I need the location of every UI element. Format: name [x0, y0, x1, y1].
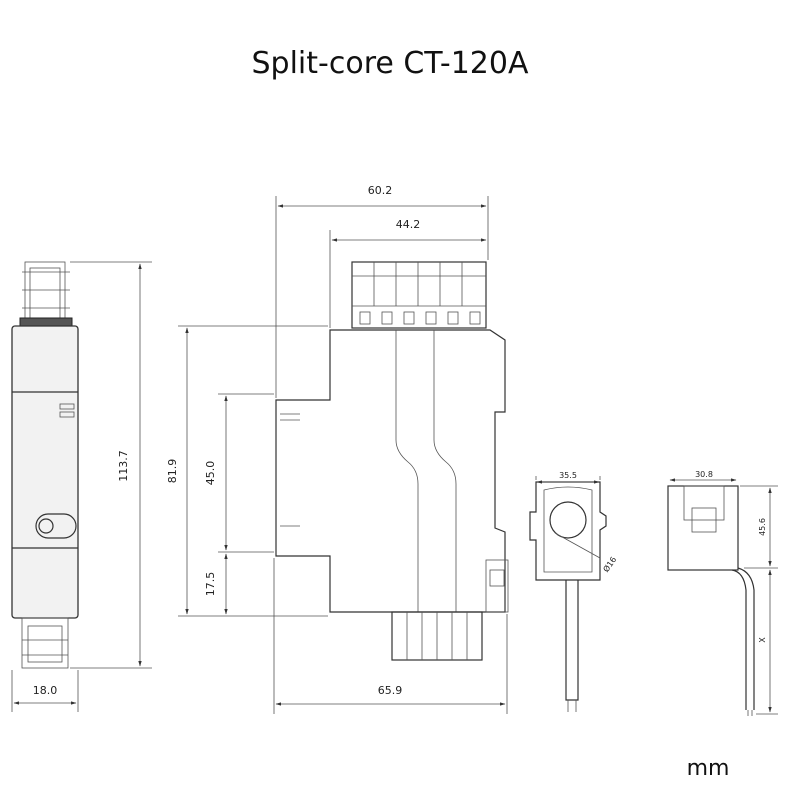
drawing-title: Split-core CT-120A — [252, 46, 529, 81]
dim-front-lower-height: 17.5 — [204, 572, 217, 597]
dim-front-total-width: 60.2 — [368, 184, 393, 197]
dim-front-mid-height: 45.0 — [204, 461, 217, 486]
dim-front-base-width: 65.9 — [378, 684, 403, 697]
front-view: 60.2 44.2 81.9 45.0 17.5 65.9 — [166, 184, 509, 714]
dim-side-height: 113.7 — [117, 450, 130, 482]
ct-side-view: 30.8 45.6 X — [667, 470, 778, 716]
dim-front-terminal-width: 44.2 — [396, 218, 421, 231]
dim-ct-side-width: 30.8 — [695, 470, 713, 479]
ct-front-view: Ø16 35.5 — [529, 471, 619, 712]
dim-side-width: 18.0 — [33, 684, 58, 697]
dim-ct-cable-length: X — [758, 637, 767, 643]
dim-front-height: 81.9 — [166, 459, 179, 484]
side-view: 113.7 18.0 — [11, 261, 152, 712]
dim-ct-side-height: 45.6 — [758, 518, 767, 536]
unit-label: mm — [687, 756, 730, 781]
dim-ct-front-width: 35.5 — [559, 471, 577, 480]
dim-ct-hole: Ø16 — [601, 555, 619, 574]
